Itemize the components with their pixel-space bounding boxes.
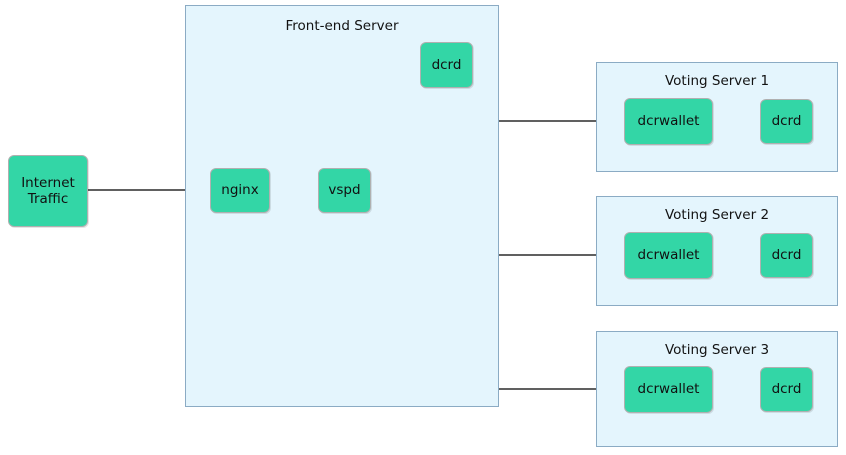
- node-nginx-label: nginx: [221, 182, 259, 199]
- node-voting1-dcrwallet-label: dcrwallet: [637, 113, 700, 130]
- cluster-voting-server-1-title: Voting Server 1: [664, 73, 770, 89]
- cluster-frontend-server-title: Front-end Server: [285, 18, 399, 34]
- node-voting2-dcrwallet[interactable]: dcrwallet: [624, 232, 713, 279]
- node-internet-traffic-label-line1: Internet: [21, 174, 75, 191]
- cluster-voting-server-3-title: Voting Server 3: [664, 342, 770, 358]
- node-voting3-dcrd-label: dcrd: [771, 381, 802, 398]
- node-vspd[interactable]: vspd: [318, 168, 371, 213]
- node-voting3-dcrwallet[interactable]: dcrwallet: [624, 366, 713, 413]
- node-internet-traffic[interactable]: Internet Traffic: [8, 155, 88, 227]
- cluster-voting-server-2-title: Voting Server 2: [664, 207, 770, 223]
- node-vspd-label: vspd: [328, 182, 361, 199]
- node-voting2-dcrwallet-label: dcrwallet: [637, 247, 700, 264]
- node-voting3-dcrd[interactable]: dcrd: [760, 367, 813, 412]
- node-voting2-dcrd-label: dcrd: [771, 247, 802, 264]
- node-voting3-dcrwallet-label: dcrwallet: [637, 381, 700, 398]
- node-frontend-dcrd[interactable]: dcrd: [420, 42, 473, 88]
- node-voting2-dcrd[interactable]: dcrd: [760, 233, 813, 278]
- node-internet-traffic-label-line2: Traffic: [27, 191, 69, 207]
- node-voting1-dcrd-label: dcrd: [771, 113, 802, 130]
- node-frontend-dcrd-label: dcrd: [431, 56, 462, 73]
- node-voting1-dcrd[interactable]: dcrd: [760, 99, 813, 144]
- node-voting1-dcrwallet[interactable]: dcrwallet: [624, 98, 713, 145]
- node-nginx[interactable]: nginx: [210, 168, 270, 213]
